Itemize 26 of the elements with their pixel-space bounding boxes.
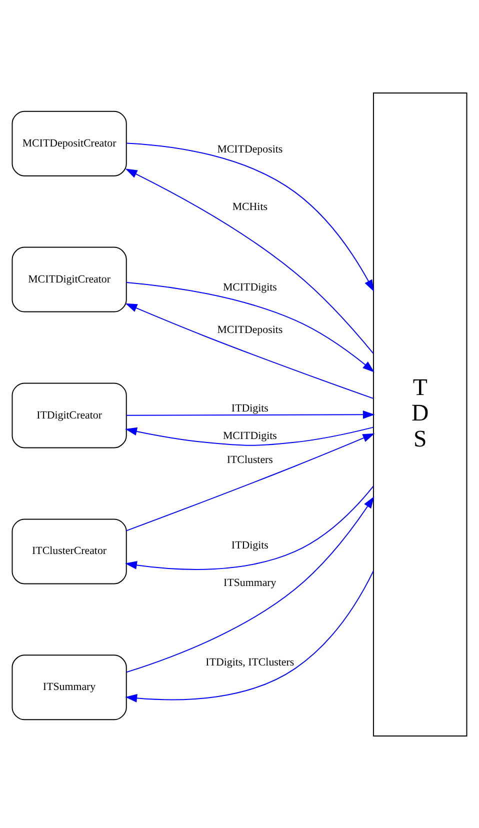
arrow (125, 570, 374, 702)
node-box: MCITDigitCreator (12, 246, 127, 312)
node-box: ITSummary (12, 654, 127, 720)
node-box: T D S (372, 92, 468, 736)
arrow (126, 281, 374, 372)
edge-label: MCHits (232, 200, 268, 212)
arrow (125, 168, 374, 354)
edge-label: MCITDigits (222, 280, 277, 293)
arrow (125, 426, 374, 446)
node-box: ITClusterCreator (12, 518, 127, 584)
node-box: MCITDepositCreator (12, 110, 127, 176)
arrow (125, 485, 374, 570)
node-box: ITDigitCreator (12, 382, 127, 448)
edge-label: ITDigits (231, 538, 268, 551)
arrow (126, 142, 374, 292)
edge-label: ITSummary (224, 576, 276, 588)
edge-label: MCITDeposits (217, 323, 283, 336)
edge-label: ITDigits, ITClusters (206, 656, 294, 668)
arrow (126, 410, 375, 418)
edge-label: ITClusters (226, 453, 273, 466)
edge-label: ITDigits (231, 402, 268, 414)
arrow (126, 496, 374, 672)
arrow (125, 302, 374, 398)
edge-label: MCITDigits (222, 430, 277, 442)
arrow (126, 432, 375, 531)
edge-label: MCITDeposits (217, 142, 283, 155)
